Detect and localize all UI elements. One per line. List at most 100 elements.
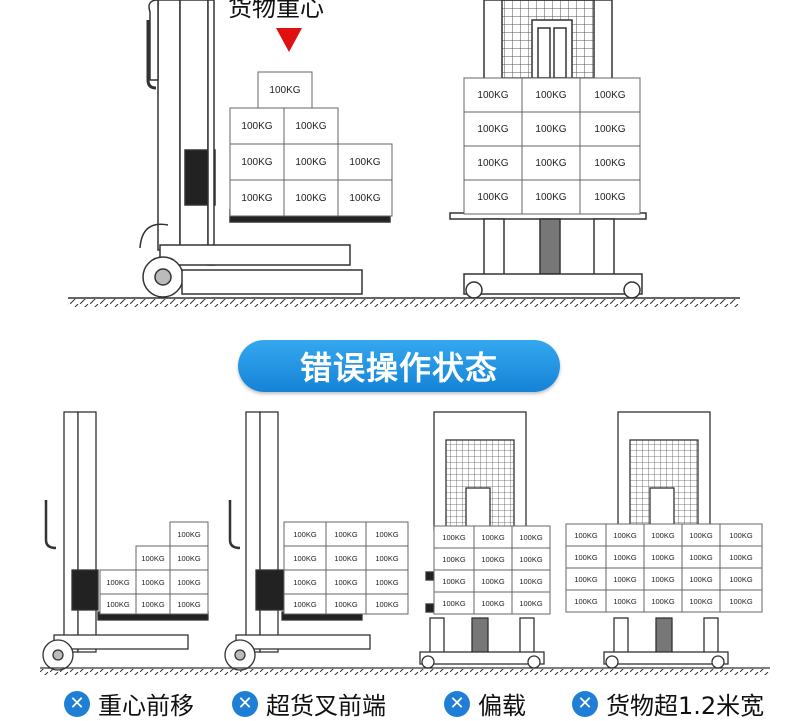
svg-text:100KG: 100KG: [574, 575, 598, 584]
ground-bottom: [40, 667, 770, 675]
stacker-error-1: [42, 411, 209, 671]
svg-text:100KG: 100KG: [349, 157, 380, 168]
top-left-box-labels: 100KG 100KG 100KG 100KG 100KG 100KG 100KG 10…: [241, 85, 380, 204]
svg-text:100KG: 100KG: [519, 533, 543, 542]
section-title-pill: 错误操作状态: [238, 340, 560, 392]
error-3-box-labels: 100KG 100KG 100KG 100KG 100KG 100KG 100KG 100…: [442, 533, 543, 608]
svg-text:100KG: 100KG: [293, 600, 317, 609]
svg-text:100KG: 100KG: [481, 599, 505, 608]
svg-text:100KG: 100KG: [594, 90, 625, 101]
svg-text:100KG: 100KG: [375, 554, 399, 563]
stacker-error-2: [224, 411, 371, 671]
svg-text:100KG: 100KG: [295, 193, 326, 204]
svg-text:100KG: 100KG: [519, 555, 543, 564]
svg-text:100KG: 100KG: [519, 577, 543, 586]
svg-text:100KG: 100KG: [574, 597, 598, 606]
error-1-boxes: [99, 521, 209, 615]
svg-text:100KG: 100KG: [729, 597, 753, 606]
svg-text:100KG: 100KG: [442, 533, 466, 542]
stacker-error-3: [419, 411, 545, 669]
svg-text:100KG: 100KG: [481, 533, 505, 542]
svg-text:100KG: 100KG: [613, 553, 637, 562]
svg-text:100KG: 100KG: [293, 554, 317, 563]
svg-text:100KG: 100KG: [177, 554, 201, 563]
x-icon: ✕: [444, 690, 470, 717]
gravity-pointer-icon: [276, 28, 302, 52]
svg-text:100KG: 100KG: [334, 554, 358, 563]
x-icon: ✕: [572, 690, 598, 717]
svg-text:100KG: 100KG: [535, 90, 566, 101]
section-title: 错误操作状态: [299, 349, 498, 387]
svg-text:100KG: 100KG: [651, 597, 675, 606]
svg-text:100KG: 100KG: [477, 158, 508, 169]
svg-text:100KG: 100KG: [177, 578, 201, 587]
svg-text:100KG: 100KG: [519, 599, 543, 608]
svg-text:100KG: 100KG: [594, 192, 625, 203]
svg-text:100KG: 100KG: [729, 575, 753, 584]
top-right-box-labels: 100KG 100KG 100KG 100KG 100KG 100KG 100KG 100…: [477, 90, 625, 203]
svg-text:100KG: 100KG: [651, 575, 675, 584]
svg-text:100KG: 100KG: [574, 553, 598, 562]
top-right-boxes: [463, 77, 641, 215]
svg-text:100KG: 100KG: [442, 577, 466, 586]
error-label-2: ✕ 超货叉前端: [232, 686, 386, 721]
svg-text:100KG: 100KG: [477, 192, 508, 203]
svg-text:100KG: 100KG: [729, 553, 753, 562]
error-4-boxes: [565, 523, 763, 613]
error-text: 超货叉前端: [266, 692, 386, 720]
svg-text:100KG: 100KG: [334, 600, 358, 609]
x-icon: ✕: [232, 690, 258, 717]
svg-text:100KG: 100KG: [594, 124, 625, 135]
error-4-box-labels: 100KG 100KG 100KG 100KG 100KG 100KG 100KG 100K…: [574, 531, 753, 606]
svg-text:100KG: 100KG: [241, 157, 272, 168]
svg-text:100KG: 100KG: [141, 578, 165, 587]
svg-text:100KG: 100KG: [613, 575, 637, 584]
svg-text:100KG: 100KG: [375, 600, 399, 609]
x-icon: ✕: [64, 690, 90, 717]
svg-text:100KG: 100KG: [269, 85, 300, 96]
svg-text:100KG: 100KG: [177, 530, 201, 539]
error-3-boxes: [433, 525, 551, 615]
svg-text:100KG: 100KG: [689, 575, 713, 584]
svg-text:100KG: 100KG: [689, 553, 713, 562]
svg-text:100KG: 100KG: [689, 597, 713, 606]
error-label-3: ✕ 偏载: [444, 686, 526, 721]
svg-text:100KG: 100KG: [594, 158, 625, 169]
top-caption: 货物重心: [228, 0, 324, 22]
svg-text:100KG: 100KG: [293, 578, 317, 587]
svg-text:100KG: 100KG: [349, 193, 380, 204]
error-2-box-labels: 100KG 100KG 100KG 100KG 100KG 100KG 100KG 100…: [293, 530, 399, 609]
svg-text:100KG: 100KG: [613, 531, 637, 540]
svg-text:100KG: 100KG: [375, 530, 399, 539]
svg-text:100KG: 100KG: [106, 600, 130, 609]
svg-text:100KG: 100KG: [106, 578, 130, 587]
svg-text:100KG: 100KG: [241, 121, 272, 132]
top-left-boxes: [229, 71, 393, 217]
error-1-box-labels: 100KG 100KG 100KG 100KG 100KG 100KG 100KG 10…: [106, 530, 201, 609]
stacker-front-correct: [449, 0, 647, 299]
svg-text:100KG: 100KG: [141, 554, 165, 563]
error-text: 重心前移: [98, 692, 194, 720]
svg-text:100KG: 100KG: [295, 157, 326, 168]
svg-text:100KG: 100KG: [574, 531, 598, 540]
svg-text:100KG: 100KG: [481, 555, 505, 564]
svg-text:100KG: 100KG: [141, 600, 165, 609]
svg-text:100KG: 100KG: [613, 597, 637, 606]
error-2-boxes: [283, 521, 409, 615]
svg-text:100KG: 100KG: [535, 158, 566, 169]
svg-text:100KG: 100KG: [334, 530, 358, 539]
svg-text:100KG: 100KG: [293, 530, 317, 539]
svg-text:100KG: 100KG: [375, 578, 399, 587]
svg-text:100KG: 100KG: [535, 124, 566, 135]
svg-text:100KG: 100KG: [442, 555, 466, 564]
svg-text:100KG: 100KG: [689, 531, 713, 540]
error-label-1: ✕ 重心前移: [64, 686, 194, 721]
svg-text:100KG: 100KG: [241, 193, 272, 204]
svg-text:100KG: 100KG: [477, 124, 508, 135]
svg-text:100KG: 100KG: [295, 121, 326, 132]
error-label-4: ✕ 货物超1.2米宽: [572, 686, 764, 721]
svg-text:100KG: 100KG: [177, 600, 201, 609]
svg-text:100KG: 100KG: [651, 553, 675, 562]
svg-text:100KG: 100KG: [481, 577, 505, 586]
svg-text:100KG: 100KG: [477, 90, 508, 101]
